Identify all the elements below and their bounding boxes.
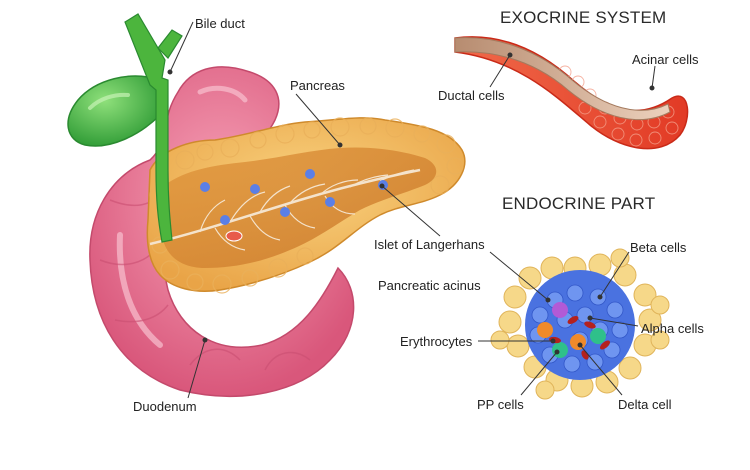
label-alpha-cells: Alpha cells [641,321,704,336]
endocrine-heading: ENDOCRINE PART [502,194,656,213]
label-pancreatic-acinus: Pancreatic acinus [378,278,481,293]
bile-duct [124,13,183,243]
label-islet: Islet of Langerhans [374,237,485,252]
pancreas-islets [200,169,388,225]
exocrine-illustration [454,36,689,150]
label-pp-cells: PP cells [477,397,524,412]
label-delta-cell: Delta cell [618,397,672,412]
gallbladder [67,75,161,147]
islet-illustration [490,248,670,400]
label-acinar-cells: Acinar cells [632,52,699,67]
pancreas [146,117,466,294]
label-ductal-cells: Ductal cells [438,88,505,103]
label-bile-duct: Bile duct [195,16,245,31]
label-beta-cells: Beta cells [630,240,687,255]
label-pancreas: Pancreas [290,78,345,93]
label-duodenum: Duodenum [133,399,197,414]
label-erythrocytes: Erythrocytes [400,334,473,349]
exocrine-heading: EXOCRINE SYSTEM [500,8,667,27]
leader-lines [167,21,656,399]
